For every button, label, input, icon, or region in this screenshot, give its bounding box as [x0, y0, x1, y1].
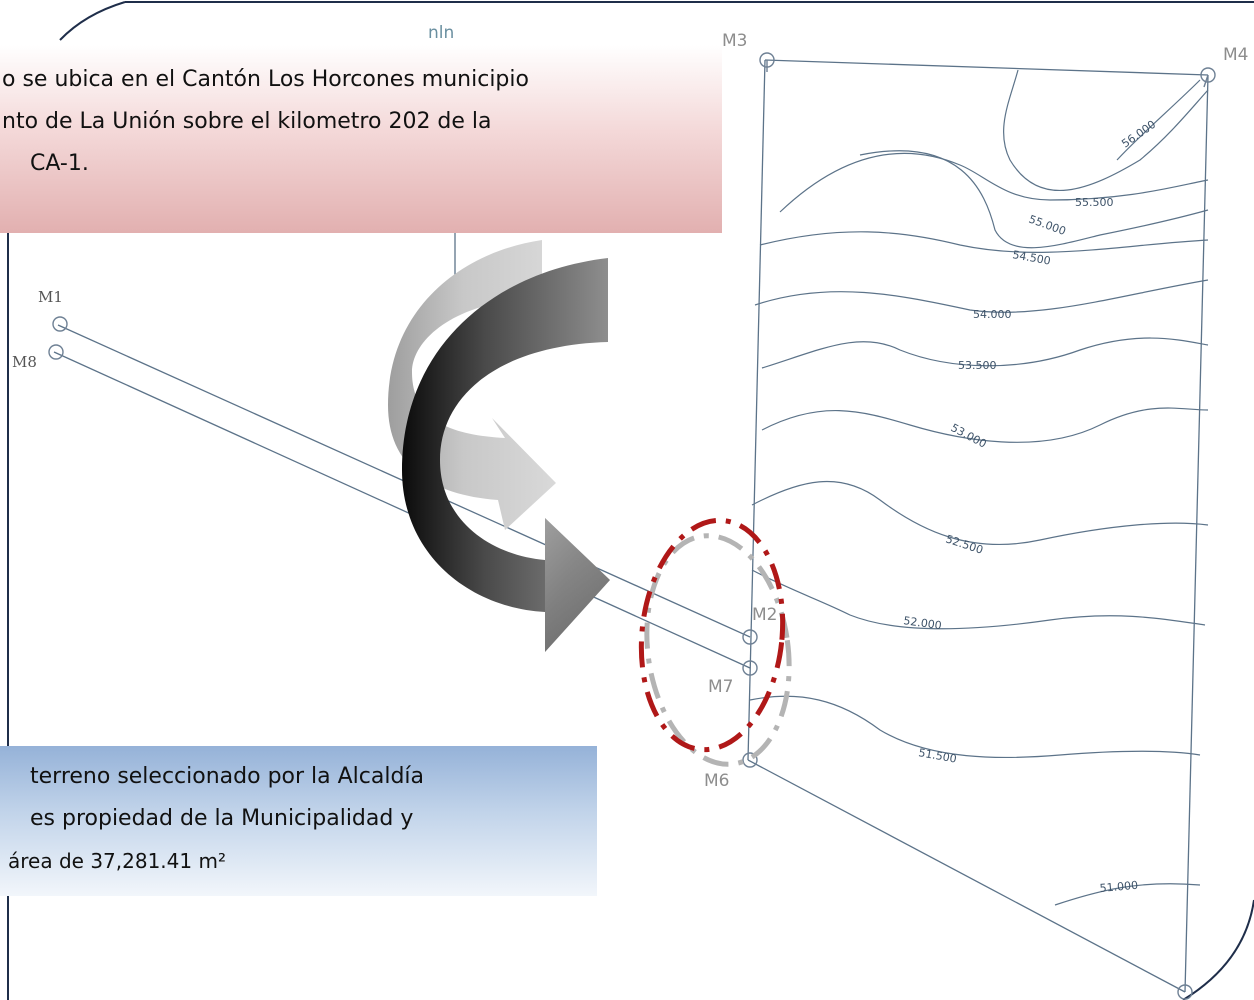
- contour-label: 52.500: [944, 532, 985, 556]
- contour-label: 55.500: [1075, 196, 1114, 209]
- contour-labels: 56.000 55.500 55.000 54.500 54.000 53.50…: [903, 118, 1159, 895]
- contour-label: 56.000: [1119, 118, 1158, 151]
- area-text-line-2: es propiedad de la Municipalidad y: [30, 806, 414, 831]
- monument-label-m6: M6: [704, 771, 729, 791]
- monument-end: [1177, 984, 1193, 1000]
- monument-m7: [742, 660, 758, 676]
- location-text-line-1: o se ubica en el Cantón Los Horcones mun…: [2, 67, 529, 92]
- contour-label: 51.000: [1099, 879, 1138, 895]
- area-callout: terreno seleccionado por la Alcaldía es …: [0, 746, 597, 896]
- monument-label-m8: M8: [12, 353, 37, 371]
- highlight-ellipse-gray: [644, 533, 792, 767]
- monument-labels: M1 M8 M3 M4 M2 M7 M6: [12, 31, 1248, 791]
- contour-label: 55.000: [1027, 213, 1068, 238]
- monument-m8: [48, 344, 64, 360]
- area-text-line-1: terreno seleccionado por la Alcaldía: [30, 764, 425, 789]
- contour-label: 54.500: [1011, 248, 1051, 267]
- top-glyph: nln: [428, 23, 454, 43]
- monument-label-m4: M4: [1223, 45, 1248, 65]
- monument-label-m2: M2: [752, 605, 777, 625]
- monument-label-m7: M7: [708, 677, 733, 697]
- contour-lines: [749, 69, 1209, 906]
- location-text-line-3: CA-1.: [30, 151, 89, 176]
- contour-label: 54.000: [973, 308, 1012, 321]
- monument-m6: [742, 752, 758, 768]
- page-frame: [59, 1, 1254, 1000]
- highlight-ellipse-red: [638, 517, 786, 753]
- contour-label: 51.500: [917, 746, 957, 765]
- monument-m1: [52, 316, 68, 332]
- curved-arrow-dark-icon: [402, 258, 610, 652]
- location-callout: o se ubica en el Cantón Los Horcones mun…: [0, 45, 722, 233]
- monument-markers: [48, 52, 1216, 1000]
- monument-label-m3: M3: [722, 31, 747, 51]
- contour-label: 53.500: [958, 359, 997, 372]
- monument-m3: [759, 52, 775, 72]
- area-text-line-3: área de 37,281.41 m²: [8, 849, 226, 873]
- monument-m4: [1200, 67, 1216, 88]
- location-text-line-2: nto de La Unión sobre el kilometro 202 d…: [2, 109, 492, 134]
- monument-m2: [742, 629, 758, 645]
- monument-label-m1: M1: [38, 288, 63, 306]
- contour-label: 52.000: [903, 614, 943, 632]
